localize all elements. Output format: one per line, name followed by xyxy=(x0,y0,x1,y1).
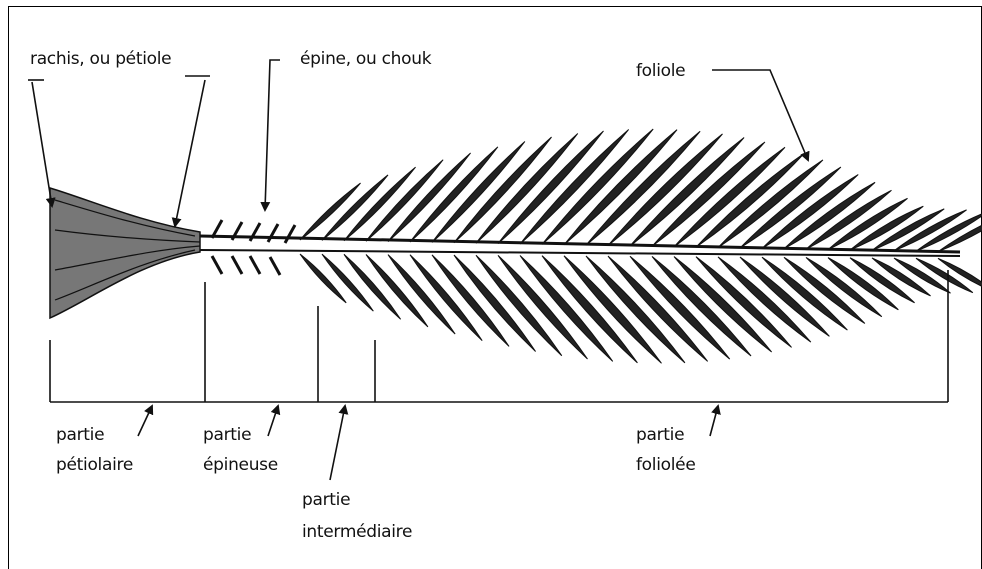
arrow-epine xyxy=(265,60,280,210)
arrow-rachis-left xyxy=(32,82,52,206)
spine xyxy=(232,256,242,274)
leaflet xyxy=(454,255,536,351)
label-partie-intermediaire: partie intermédiaire xyxy=(302,406,412,542)
leaflet xyxy=(608,134,723,246)
spine xyxy=(250,256,260,274)
leaflet xyxy=(586,131,700,245)
spine xyxy=(212,256,222,274)
svg-text:foliolée: foliolée xyxy=(636,455,695,475)
leaflet xyxy=(476,255,562,356)
label-partie-foliolee: partie foliolée xyxy=(636,406,718,475)
petiole-base xyxy=(50,188,200,318)
arrow-foliolee xyxy=(710,406,718,436)
spine xyxy=(268,224,278,242)
arrow-rachis-right xyxy=(175,80,205,226)
leaflet xyxy=(564,130,677,245)
svg-text:intermédiaire: intermédiaire xyxy=(302,522,412,542)
label-epine: épine, ou chouk xyxy=(300,49,432,69)
leaflet xyxy=(542,129,653,244)
svg-text:pétiolaire: pétiolaire xyxy=(56,455,133,475)
spines xyxy=(212,220,295,275)
arrow-petiolaire xyxy=(138,406,152,436)
leaflet xyxy=(498,255,588,359)
leaflet xyxy=(740,257,829,336)
label-partie-epineuse: partie épineuse xyxy=(203,406,278,475)
leaflet xyxy=(498,131,604,244)
leaflet xyxy=(300,254,346,303)
label-foliole: foliole xyxy=(636,61,685,81)
leaflet xyxy=(520,129,629,244)
spine xyxy=(270,257,280,275)
svg-text:partie: partie xyxy=(56,425,104,445)
leaflet xyxy=(410,147,498,242)
spine xyxy=(285,225,295,243)
label-rachis: rachis, ou pétiole xyxy=(30,49,171,69)
leaflet xyxy=(630,137,744,246)
arrow-intermediaire xyxy=(330,406,345,480)
arrow-epineuse xyxy=(268,406,278,436)
leaflet xyxy=(762,257,847,330)
svg-text:partie: partie xyxy=(302,490,350,510)
svg-text:partie: partie xyxy=(203,425,251,445)
svg-text:épineuse: épineuse xyxy=(203,455,278,475)
leaflet xyxy=(366,160,443,241)
svg-text:partie: partie xyxy=(636,425,684,445)
leaflet xyxy=(388,153,471,242)
label-partie-petiolaire: partie pétiolaire xyxy=(56,406,152,475)
